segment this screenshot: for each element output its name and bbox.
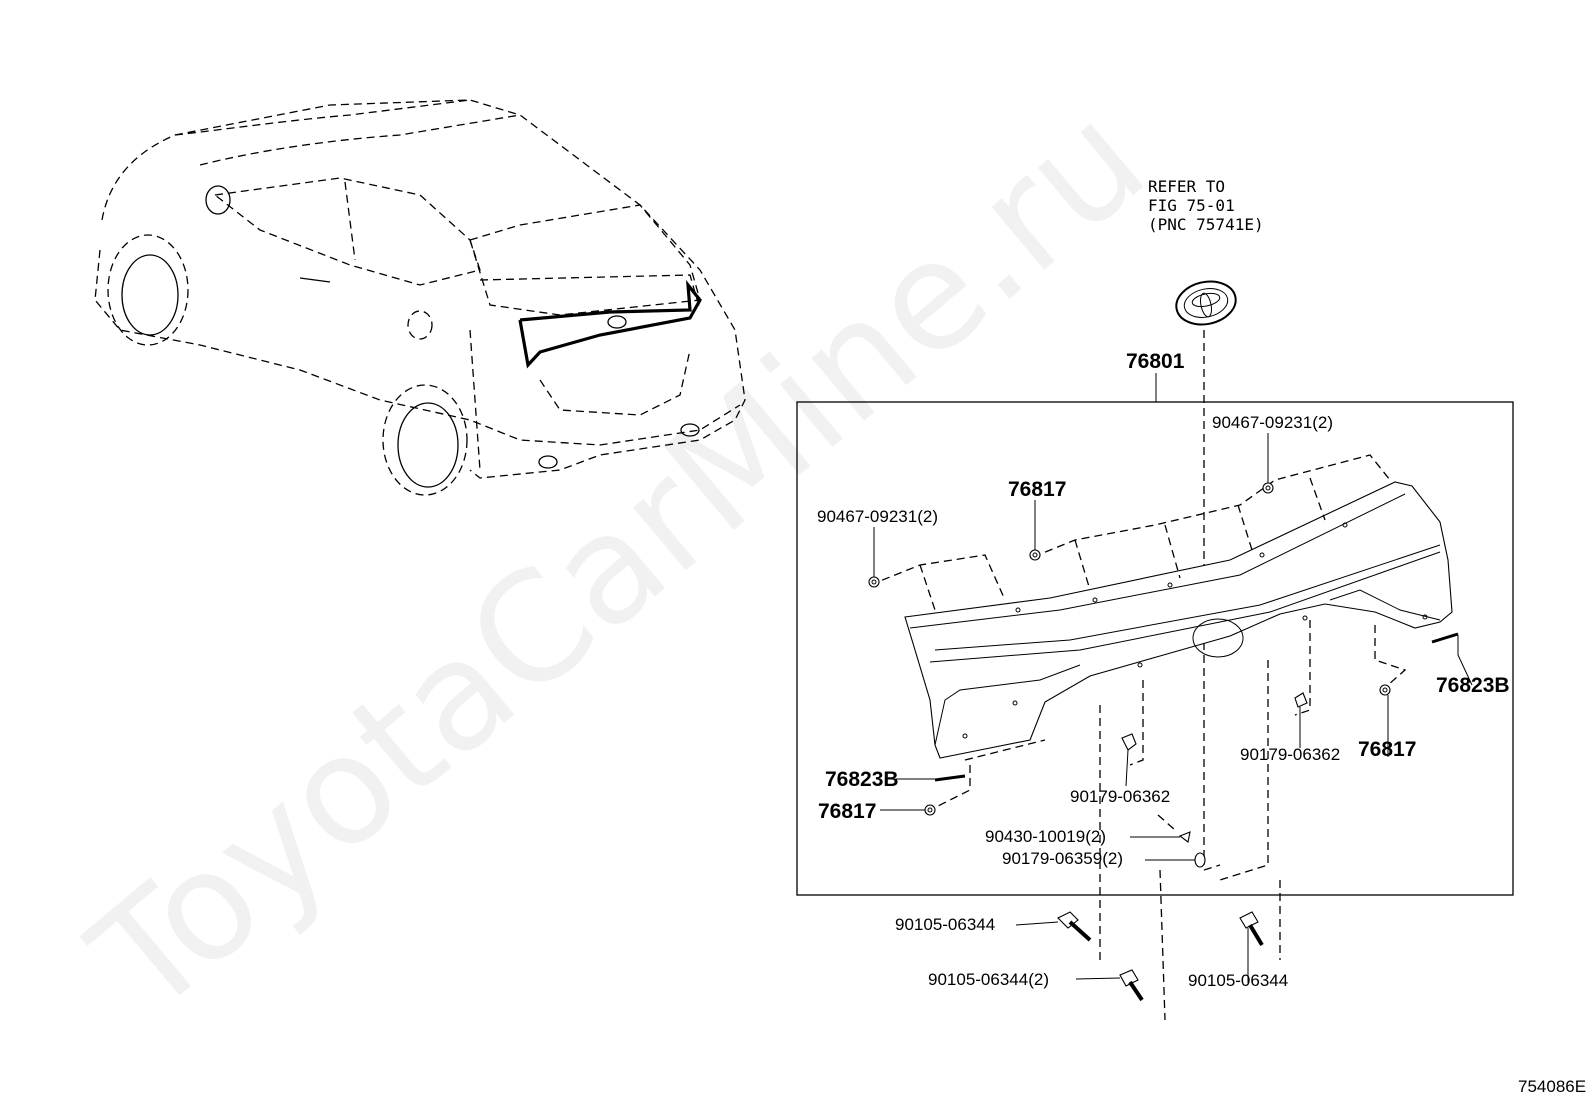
grommet-top-icon bbox=[1029, 549, 1041, 561]
clip-top-right-icon bbox=[1262, 482, 1274, 494]
label-bolt-center: 90105-06344(2) bbox=[928, 970, 1049, 989]
label-nut-small: 90430-10019(2) bbox=[985, 827, 1106, 846]
grommet-left-icon bbox=[924, 804, 936, 816]
label-clip-top-left: 90467-09231(2) bbox=[817, 507, 938, 526]
label-grommet-top: 76817 bbox=[1008, 478, 1066, 501]
bolt-center-icon bbox=[1119, 969, 1144, 1002]
label-clip-lower: 90179-06359(2) bbox=[1002, 849, 1123, 868]
attachment-guides bbox=[869, 454, 1407, 1021]
nut-small-icon bbox=[1178, 831, 1191, 843]
main-part-number: 76801 bbox=[1126, 350, 1185, 373]
highlighted-garnish bbox=[518, 279, 702, 369]
strip-left-icon bbox=[934, 774, 966, 782]
label-bolt-left: 90105-06344 bbox=[895, 915, 995, 934]
grommet-right-icon bbox=[1379, 684, 1391, 696]
label-grommet-left: 76817 bbox=[818, 800, 876, 823]
car-illustration bbox=[94, 99, 746, 496]
strip-right-icon bbox=[1431, 632, 1459, 644]
clip-right-icon bbox=[1294, 692, 1308, 708]
label-clip-top-right: 90467-09231(2) bbox=[1212, 413, 1333, 432]
clip-top-left-icon bbox=[868, 576, 880, 588]
label-clip-right: 90179-06362 bbox=[1240, 745, 1340, 764]
back-door-garnish bbox=[904, 481, 1453, 759]
refer-line-1: REFER TO bbox=[1148, 177, 1225, 196]
label-strip-left: 76823B bbox=[825, 768, 899, 791]
clip-lower-icon bbox=[1194, 852, 1206, 868]
label-grommet-right: 76817 bbox=[1358, 738, 1416, 761]
label-leaders bbox=[873, 433, 1473, 983]
refer-line-3: (PNC 75741E) bbox=[1148, 215, 1264, 234]
bolt-left-icon bbox=[1057, 911, 1092, 942]
assembly-frame bbox=[796, 401, 1514, 896]
label-clip-center: 90179-06362 bbox=[1070, 787, 1170, 806]
refer-line-2: FIG 75-01 bbox=[1148, 196, 1235, 215]
label-bolt-right: 90105-06344 bbox=[1188, 971, 1288, 990]
label-strip-right: 76823B bbox=[1436, 674, 1510, 697]
watermark: ToyotaCarMine.ru bbox=[61, 72, 1177, 1048]
figure-id: 754086E bbox=[1518, 1077, 1586, 1096]
bolt-right-icon bbox=[1239, 911, 1264, 947]
clip-center-icon bbox=[1121, 733, 1137, 787]
toyota-emblem-icon bbox=[1175, 280, 1237, 326]
